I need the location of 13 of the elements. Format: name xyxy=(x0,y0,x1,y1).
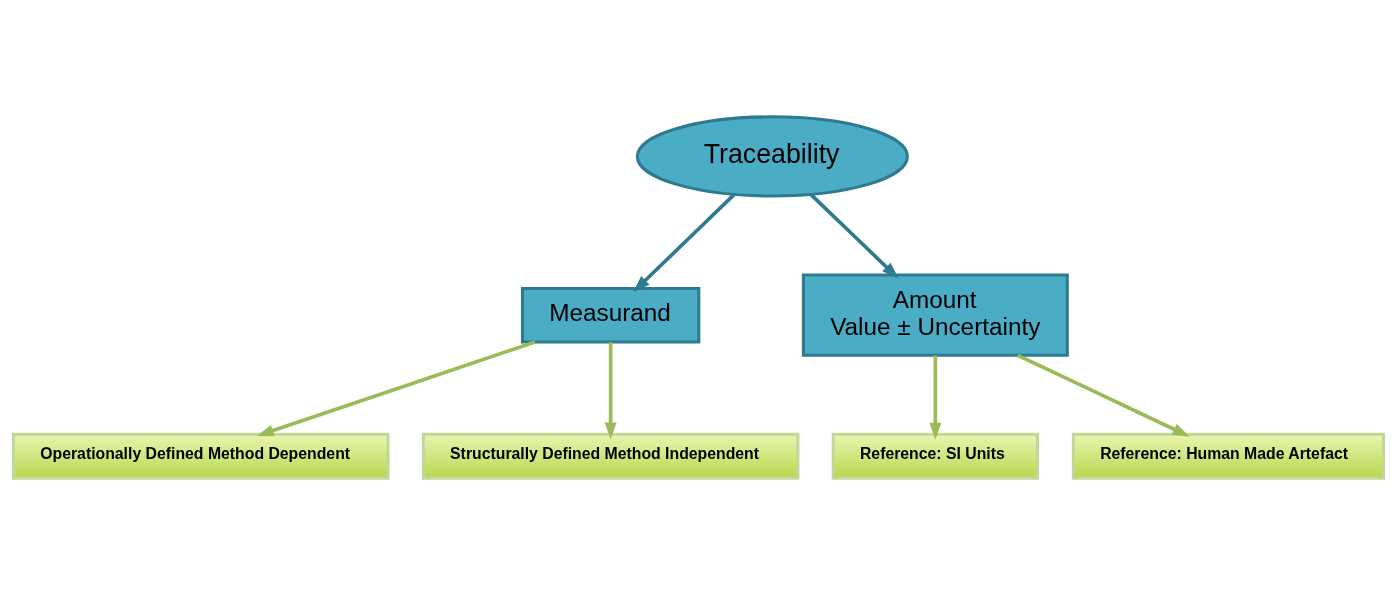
node-ellipse: Traceability xyxy=(635,115,909,198)
node-box: Measurand xyxy=(520,286,701,344)
arrow xyxy=(256,340,536,437)
node-box: Operationally Defined Method Dependent xyxy=(11,432,390,480)
arrow xyxy=(1017,353,1190,437)
arrow xyxy=(604,342,617,440)
arrow xyxy=(633,193,736,293)
node-box: Reference: SI Units xyxy=(831,432,1040,480)
arrow xyxy=(929,355,942,440)
node-box: Structurally Defined Method Independent xyxy=(421,432,800,480)
node-box: Amount Value ± Uncertainty xyxy=(801,273,1069,357)
arrow xyxy=(809,193,899,279)
node-box: Reference: Human Made Artefact xyxy=(1071,432,1386,480)
